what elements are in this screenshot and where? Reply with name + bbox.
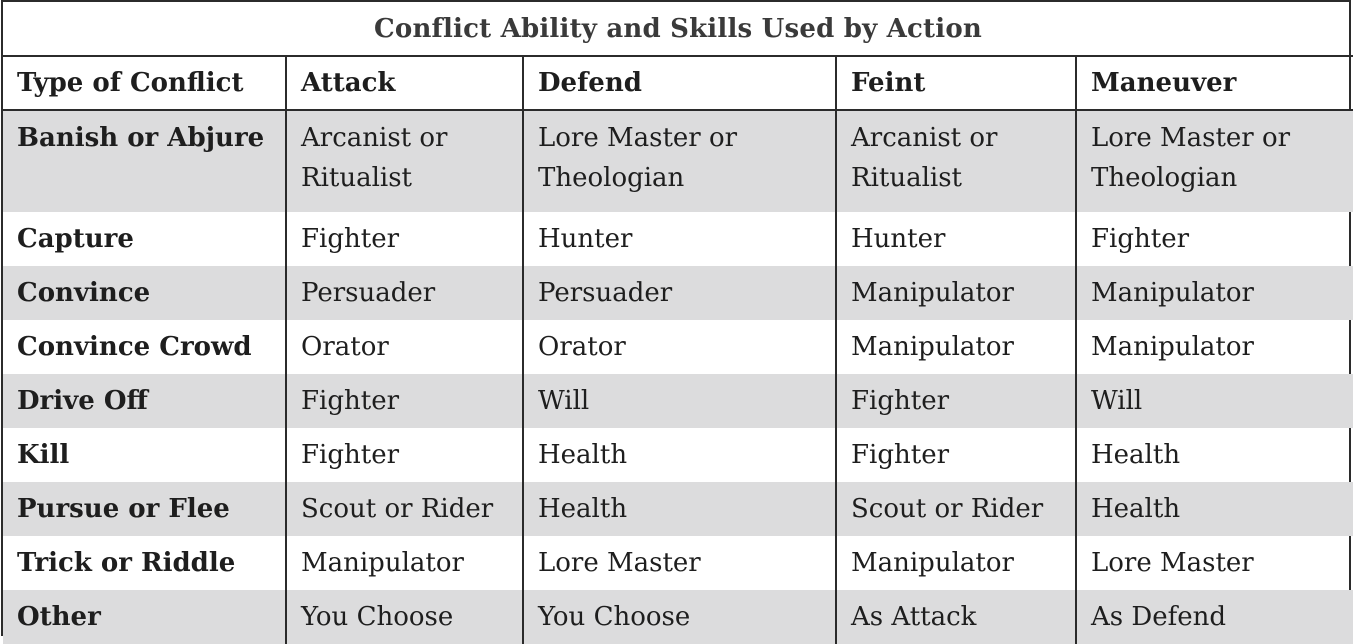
header-type-of-conflict: Type of Conflict bbox=[3, 56, 287, 111]
conflict-type-cell: Capture bbox=[3, 212, 287, 266]
feint-cell: Fighter bbox=[836, 428, 1077, 482]
defend-cell: Persuader bbox=[523, 266, 837, 320]
maneuver-cell: Health bbox=[1076, 482, 1354, 536]
conflict-type-cell: Other bbox=[3, 590, 287, 644]
conflict-type-cell: Trick or Riddle bbox=[3, 536, 287, 590]
conflict-type-cell: Convince bbox=[3, 266, 287, 320]
attack-cell: Fighter bbox=[286, 374, 524, 428]
attack-cell: Arcanist or Ritualist bbox=[286, 110, 524, 212]
conflict-type-cell: Kill bbox=[3, 428, 287, 482]
attack-cell: Manipulator bbox=[286, 536, 524, 590]
attack-cell: Persuader bbox=[286, 266, 524, 320]
maneuver-cell: As Defend bbox=[1076, 590, 1354, 644]
header-feint: Feint bbox=[836, 56, 1077, 111]
table-title-row: Conflict Ability and Skills Used by Acti… bbox=[3, 2, 1354, 57]
table-row: Pursue or Flee Scout or Rider Health Sco… bbox=[3, 482, 1354, 536]
defend-cell: Health bbox=[523, 482, 837, 536]
attack-cell: Orator bbox=[286, 320, 524, 374]
conflict-type-cell: Drive Off bbox=[3, 374, 287, 428]
table-row: Trick or Riddle Manipulator Lore Master … bbox=[3, 536, 1353, 590]
maneuver-cell: Lore Master bbox=[1091, 548, 1254, 578]
feint-cell: Scout or Rider bbox=[836, 482, 1077, 536]
conflict-type-cell: Convince Crowd bbox=[3, 320, 287, 374]
table-title: Conflict Ability and Skills Used by Acti… bbox=[3, 2, 1354, 57]
attack-cell: Scout or Rider bbox=[286, 482, 524, 536]
maneuver-cell: Fighter bbox=[1091, 224, 1190, 254]
table-row: Drive Off Fighter Will Fighter Will bbox=[3, 374, 1354, 428]
defend-cell: Hunter bbox=[523, 212, 837, 266]
table-row: Capture Fighter Hunter Hunter Fighter bbox=[3, 212, 1353, 266]
feint-cell: Arcanist or Ritualist bbox=[836, 110, 1077, 212]
defend-cell: Lore Master bbox=[523, 536, 837, 590]
header-maneuver: Maneuver bbox=[1076, 56, 1354, 111]
table-row: Convince Crowd Orator Orator Manipulator… bbox=[3, 320, 1353, 374]
table-row: Kill Fighter Health Fighter Health bbox=[3, 428, 1353, 482]
maneuver-cell: Lore Master or Theologian bbox=[1076, 110, 1354, 212]
defend-cell: Will bbox=[523, 374, 837, 428]
maneuver-cell: Will bbox=[1076, 374, 1354, 428]
maneuver-cell: Manipulator bbox=[1091, 332, 1254, 362]
maneuver-cell: Manipulator bbox=[1076, 266, 1354, 320]
conflict-type-cell: Pursue or Flee bbox=[3, 482, 287, 536]
header-attack: Attack bbox=[286, 56, 524, 111]
attack-cell: You Choose bbox=[286, 590, 524, 644]
table-row: Convince Persuader Persuader Manipulator… bbox=[3, 266, 1354, 320]
attack-cell: Fighter bbox=[286, 428, 524, 482]
table-row: Banish or Abjure Arcanist or Ritualist L… bbox=[3, 110, 1354, 212]
table-header-row: Type of Conflict Attack Defend Feint Man… bbox=[3, 56, 1354, 111]
attack-cell: Fighter bbox=[286, 212, 524, 266]
feint-cell: Manipulator bbox=[836, 320, 1077, 374]
feint-cell: Hunter bbox=[836, 212, 1077, 266]
feint-cell: Fighter bbox=[836, 374, 1077, 428]
defend-cell: Health bbox=[523, 428, 837, 482]
feint-cell: Manipulator bbox=[836, 266, 1077, 320]
defend-cell: You Choose bbox=[523, 590, 837, 644]
feint-cell: Manipulator bbox=[836, 536, 1077, 590]
maneuver-cell: Health bbox=[1091, 440, 1181, 470]
conflict-table: Conflict Ability and Skills Used by Acti… bbox=[3, 2, 1354, 644]
feint-cell: As Attack bbox=[836, 590, 1077, 644]
table-row: Other You Choose You Choose As Attack As… bbox=[3, 590, 1354, 644]
defend-cell: Lore Master or Theologian bbox=[523, 110, 837, 212]
conflict-type-cell: Banish or Abjure bbox=[3, 110, 287, 212]
header-defend: Defend bbox=[523, 56, 837, 111]
defend-cell: Orator bbox=[523, 320, 837, 374]
